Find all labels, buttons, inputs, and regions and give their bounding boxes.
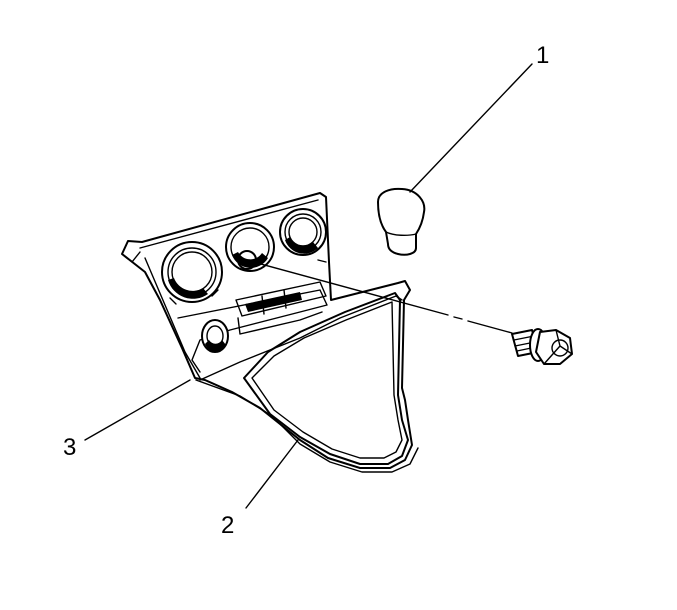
bezel-center-pocket bbox=[235, 281, 327, 335]
knob-body bbox=[377, 187, 426, 256]
gauge-right bbox=[279, 208, 327, 263]
leader-line-1 bbox=[409, 63, 533, 193]
gauge-center bbox=[225, 222, 275, 272]
leader-line-3 bbox=[84, 379, 191, 441]
callout-2: 2 bbox=[221, 512, 234, 539]
bezel-lower-frame bbox=[177, 289, 328, 373]
bolt bbox=[511, 328, 573, 365]
boot-edge bbox=[195, 379, 419, 473]
leader-line-2 bbox=[245, 439, 299, 509]
shift-knob bbox=[377, 187, 426, 256]
bezel-left-edge bbox=[144, 257, 201, 379]
alignment-line bbox=[249, 260, 513, 334]
boot-outer bbox=[243, 292, 409, 465]
shift-boot-trim bbox=[195, 292, 419, 473]
bezel-switch bbox=[201, 319, 229, 353]
callout-3: 3 bbox=[63, 434, 76, 461]
knob-neck bbox=[385, 231, 417, 237]
gauge-left bbox=[161, 241, 223, 305]
console-bezel bbox=[121, 192, 413, 469]
boot-inner bbox=[251, 301, 403, 459]
bezel-left-tab bbox=[121, 251, 141, 263]
callout-1: 1 bbox=[536, 42, 549, 69]
bezel-top-ridge bbox=[139, 199, 319, 249]
